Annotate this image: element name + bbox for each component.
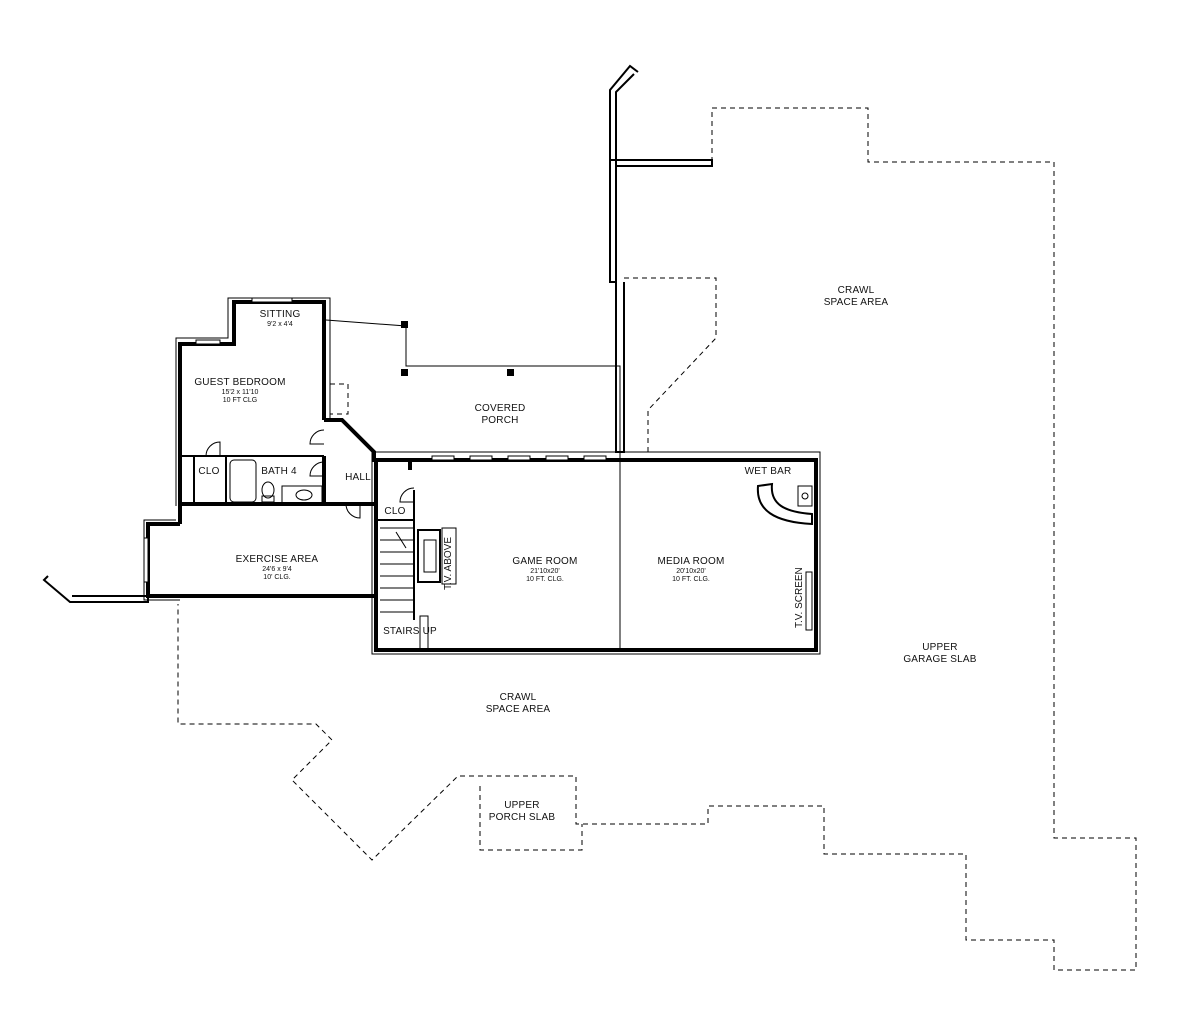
porch-post-2 [401, 369, 408, 376]
exercise-wall [146, 502, 378, 598]
porch-post-footing [329, 383, 349, 415]
toilet [261, 481, 275, 499]
vanity [281, 485, 323, 505]
game-room-window-5 [583, 455, 607, 461]
guest-bedroom-name: GUEST BEDROOM [194, 377, 286, 388]
label-tv-screen: T.V. SCREEN [794, 567, 805, 628]
label-exercise-area: EXERCISE AREA 24'6 x 9'4 10' CLG. [212, 554, 342, 582]
porch-post-1 [401, 321, 408, 328]
label-sitting: SITTING 9'2 x 4'4 [230, 309, 330, 329]
label-upper-porch-slab: UPPER PORCH SLAB [482, 800, 562, 823]
game-room-size: 21'10x20' [530, 567, 560, 575]
fireplace-box [417, 529, 441, 583]
upper-garage-line1: UPPER [922, 642, 958, 653]
hall-wall-left [178, 456, 326, 524]
game-room-window-2 [469, 455, 493, 461]
covered-porch-outline [325, 319, 621, 458]
exercise-area-ceiling: 10' CLG. [263, 573, 291, 581]
media-room-ceiling: 10 FT. CLG. [672, 575, 710, 583]
wet-bar-sink [797, 485, 813, 507]
sink [295, 489, 313, 501]
clo-door-swing [399, 487, 415, 503]
hall-door-top [309, 429, 325, 445]
bath-door-swing [309, 461, 325, 477]
label-bath4: BATH 4 [254, 466, 304, 478]
hall-wall [324, 418, 412, 470]
exercise-area-size: 24'6 x 9'4 [262, 565, 292, 573]
wet-bar-name: WET BAR [744, 466, 792, 477]
upper-garage-line2: GARAGE SLAB [903, 653, 977, 665]
retaining-wall-jog [610, 159, 713, 167]
stair-treads [380, 527, 414, 613]
label-game-room: GAME ROOM 21'10x20' 10 FT. CLG. [500, 556, 590, 584]
porch-post-3 [507, 369, 514, 376]
sitting-window [251, 297, 293, 303]
label-clo-hall: CLO [378, 506, 412, 518]
bedroom-wall [178, 300, 326, 506]
sitting-name: SITTING [259, 309, 301, 320]
patio-retaining-wall [42, 575, 149, 603]
media-room-size: 20'10x20' [676, 567, 706, 575]
wet-bar-counter [756, 482, 813, 526]
bath4-name: BATH 4 [261, 466, 297, 477]
crawl-right-line1: CRAWL [837, 285, 875, 296]
game-room-window-3 [507, 455, 531, 461]
upper-porch-slab-outline [479, 786, 583, 851]
wet-bar-drain [801, 492, 809, 500]
stairs-name: STAIRS UP [383, 626, 437, 637]
bedroom-door-swing [205, 441, 221, 457]
label-clo-bedroom: CLO [194, 466, 224, 478]
guest-bedroom-ceiling: 10 FT CLG [222, 396, 258, 404]
clo-bedroom-name: CLO [198, 466, 220, 477]
bedroom-outer-line [175, 297, 331, 506]
media-room-name: MEDIA ROOM [657, 556, 725, 567]
fireplace-insert [423, 539, 437, 573]
exercise-area-name: EXERCISE AREA [235, 554, 319, 565]
retaining-wall-top [609, 64, 639, 283]
game-media-outer [371, 451, 821, 655]
exercise-window [143, 537, 149, 583]
upper-porch-line2: PORCH SLAB [488, 811, 556, 823]
crawl-right-line2: SPACE AREA [823, 296, 889, 308]
label-guest-bedroom: GUEST BEDROOM 15'2 x 11'10 10 FT CLG [190, 377, 290, 405]
stair-newel [419, 615, 429, 651]
covered-porch-line2: PORCH [481, 414, 519, 426]
hall-door-bottom [345, 503, 361, 519]
guest-bedroom-size: 15'2 x 11'10 [221, 388, 259, 396]
game-room-name: GAME ROOM [512, 556, 578, 567]
label-covered-porch: COVERED PORCH [460, 403, 540, 426]
label-stairs: STAIRS UP [380, 626, 440, 638]
garage-slab-outline [177, 107, 1137, 971]
label-hall: HALL [336, 472, 380, 484]
tv-screen [805, 571, 813, 631]
crawl-bottom-line2: SPACE AREA [485, 703, 551, 715]
label-crawl-space-bottom: CRAWL SPACE AREA [468, 692, 568, 715]
toilet-tank [261, 495, 275, 503]
sitting-size: 9'2 x 4'4 [267, 320, 293, 328]
label-upper-garage-slab: UPPER GARAGE SLAB [890, 642, 990, 665]
game-room-window-4 [545, 455, 569, 461]
bathtub [229, 459, 257, 503]
game-room-window-1 [431, 455, 455, 461]
game-room-ceiling: 10 FT. CLG. [526, 575, 564, 583]
label-tv-above: T.V. ABOVE [443, 537, 454, 590]
bedroom-window [195, 339, 221, 345]
label-wet-bar: WET BAR [738, 466, 798, 478]
label-crawl-space-right: CRAWL SPACE AREA [806, 285, 906, 308]
hall-name: HALL [345, 472, 371, 483]
covered-porch-line1: COVERED [474, 403, 526, 414]
crawl-space-inner-outline [624, 277, 717, 452]
crawl-bottom-line1: CRAWL [499, 692, 537, 703]
upper-porch-line1: UPPER [504, 800, 540, 811]
tv-above-box [441, 527, 457, 585]
clo-hall-name: CLO [384, 506, 406, 517]
label-media-room: MEDIA ROOM 20'10x20' 10 FT. CLG. [646, 556, 736, 584]
